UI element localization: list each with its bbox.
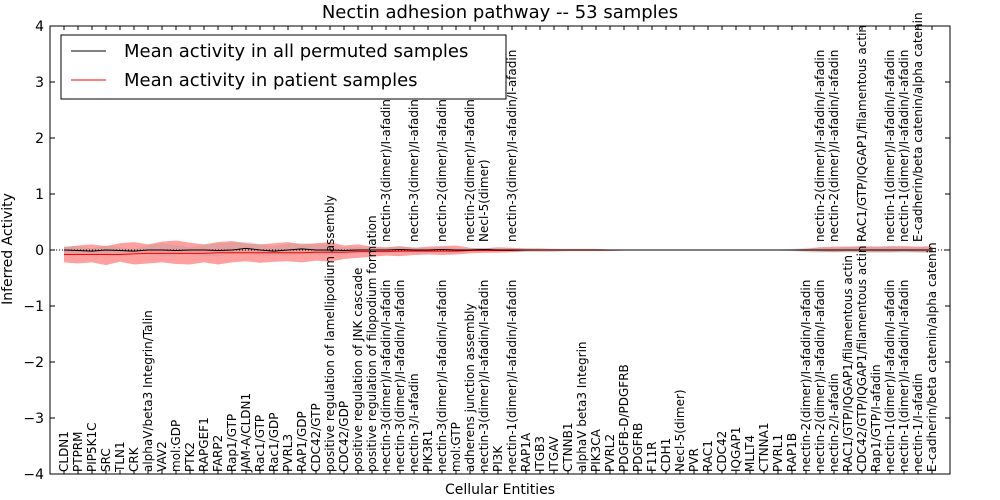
x-tick-label: CTNNB1 — [561, 422, 575, 472]
x-tick-label: nectin-3(dimer)/I-afadin/I-afadin — [379, 280, 393, 472]
x-tick-label: PVRL1 — [771, 434, 785, 472]
x-tick-label: mol:GTP — [449, 422, 463, 472]
x-tick-label: ITGB3 — [533, 436, 547, 472]
x-tick-label: RAP1A — [519, 432, 533, 472]
y-tick-label: 4 — [35, 19, 44, 35]
x-tick-label: Rac1/GTP — [253, 415, 267, 472]
x-tick-label: PVR — [687, 448, 701, 472]
upper-category-label: E-cadherin/beta catenin/alpha catenin — [911, 12, 925, 242]
x-tick-label: VAV2 — [155, 441, 169, 472]
x-tick-label: positive regulation of lamellipodium ass… — [323, 195, 337, 472]
upper-category-label: nectin-2(dimer)/I-afadin/I-afadin — [827, 50, 841, 242]
x-tick-label: CDH1 — [659, 438, 673, 472]
x-tick-label: PIK3CA — [589, 428, 603, 472]
upper-category-label: RAC1/GTP/IQGAP1/filamentous actin — [855, 25, 869, 242]
upper-category-label: nectin-2(dimer)/I-afadin/I-afadin — [813, 50, 827, 242]
x-tick-label: RAPGEF1 — [197, 417, 211, 472]
x-tick-label: RAC1/GTP/IQGAP1/filamentous actin — [841, 255, 855, 472]
x-tick-label: Rac1/GDP — [267, 413, 281, 472]
patient-band — [64, 240, 932, 266]
x-tick-label: PVRL3 — [281, 434, 295, 472]
y-tick-label: 2 — [35, 131, 44, 147]
plot-frame — [49, 25, 951, 475]
x-tick-label: nectin-1(dimer)/I-afadin/I-afadin — [505, 280, 519, 472]
x-tick-label: adherens junction assembly — [463, 303, 477, 472]
x-tick-label: TLN1 — [113, 441, 127, 473]
x-tick-label: nectin-3(dimer)/I-afadin/I-afadin — [393, 280, 407, 472]
x-tick-label: RAP1B — [785, 433, 799, 472]
x-tick-label: JAM-A/CLDN1 — [239, 393, 253, 473]
x-tick-label: SRC — [99, 448, 113, 472]
upper-category-label: nectin-1(dimer)/I-afadin/I-afadin — [897, 50, 911, 242]
x-tick-label: positive regulation of JNK cascade — [351, 268, 365, 472]
legend-label: Mean activity in patient samples — [124, 70, 418, 91]
x-tick-label: alphaV/beta3 Integrin/Talin — [141, 310, 155, 472]
x-tick-label: nectin-2/I-afadin — [827, 373, 841, 472]
x-tick-label: ITGAV — [547, 435, 561, 472]
upper-category-label: Necl-5(dimer) — [477, 159, 491, 242]
x-tick-label: nectin-3/I-afadin — [407, 373, 421, 472]
x-tick-label: PI3K — [491, 445, 505, 472]
x-tick-label: PTK2 — [183, 442, 197, 472]
x-tick-label: MLLT4 — [743, 435, 757, 472]
x-tick-label: PDGFB-D/PDGFRB — [617, 364, 631, 472]
y-tick-label: −4 — [23, 467, 44, 483]
x-tick-label: CRK — [127, 446, 141, 472]
y-tick-label: 0 — [35, 243, 44, 259]
legend-box — [60, 34, 507, 100]
x-tick-label: RAP1/GDP — [295, 411, 309, 472]
x-tick-label: CDC42/GTP — [309, 403, 323, 472]
x-tick-label: CLDN1 — [57, 431, 71, 472]
x-tick-label: CDC42/GTP/IQGAP1/filamentous actin — [855, 246, 869, 472]
chart-title: Nectin adhesion pathway -- 53 samples — [322, 2, 678, 23]
x-tick-label: IQGAP1 — [729, 427, 743, 472]
x-tick-label: nectin-1/I-afadin — [911, 373, 925, 472]
x-tick-label: nectin-1(dimer)/I-afadin/I-afadin — [883, 280, 897, 472]
permuted-line — [63, 247, 932, 252]
y-tick-label: −3 — [23, 411, 44, 427]
x-tick-label: CTNNA1 — [757, 422, 771, 472]
y-tick-label: 1 — [35, 187, 44, 203]
y-tick-label: −1 — [23, 299, 44, 315]
legend: Mean activity in all permuted samplesMea… — [60, 34, 507, 100]
x-tick-label: PVRL2 — [603, 434, 617, 472]
x-tick-label: RAC1 — [701, 440, 715, 472]
legend-label: Mean activity in all permuted samples — [124, 41, 468, 62]
x-tick-label: Necl-5(dimer) — [673, 389, 687, 472]
x-tick-label: F11R — [645, 441, 659, 472]
x-tick-label: E-cadherin/beta catenin/alpha catenin — [925, 242, 939, 472]
x-tick-label: PIP5K1C — [85, 422, 99, 472]
confidence-bands — [64, 240, 932, 266]
x-tick-label: positive regulation of filopodium format… — [365, 215, 379, 472]
x-tick-label: Rap1/GTP/I-afadin — [869, 364, 883, 472]
x-tick-label: CDC42/GDP — [337, 401, 351, 472]
x-tick-label: nectin-1(dimer)/I-afadin/I-afadin — [897, 280, 911, 472]
x-tick-label: PDGFRB — [631, 423, 645, 472]
x-tick-label: mol:GDP — [169, 420, 183, 472]
y-axis-label: Inferred Activity — [0, 193, 16, 305]
x-tick-label: alphaV beta3 Integrin — [575, 341, 589, 472]
upper-category-label: nectin-3(dimer)/I-afadin/I-afadin — [505, 50, 519, 242]
upper-category-labels: nectin-3(dimer)/I-afadin/I-afadin nectin-… — [379, 12, 925, 242]
series-lines — [50, 247, 950, 255]
x-axis-label: Cellular Entities — [445, 482, 555, 498]
x-tick-label: nectin-2(dimer)/I-afadin/I-afadin — [799, 280, 813, 472]
upper-category-label: nectin-1(dimer)/I-afadin/I-afadin — [883, 50, 897, 242]
y-tick-label: 3 — [35, 75, 44, 91]
x-tick-label: CDC42 — [715, 431, 729, 472]
x-tick-label: nectin-2(dimer)/I-afadin/I-afadin — [813, 280, 827, 472]
x-tick-label: FARP2 — [211, 435, 225, 472]
x-tick-label: Rap1/GTP — [225, 414, 239, 472]
x-tick-label: PIK3R1 — [421, 430, 435, 472]
y-tick-label: −2 — [23, 355, 44, 371]
x-tick-label: PTPRM — [71, 432, 85, 473]
x-tick-label: nectin-3(dimer)/I-afadin/I-afadin — [477, 280, 491, 472]
x-tick-label: nectin-3(dimer)/I-afadin/I-afadin — [435, 280, 449, 472]
